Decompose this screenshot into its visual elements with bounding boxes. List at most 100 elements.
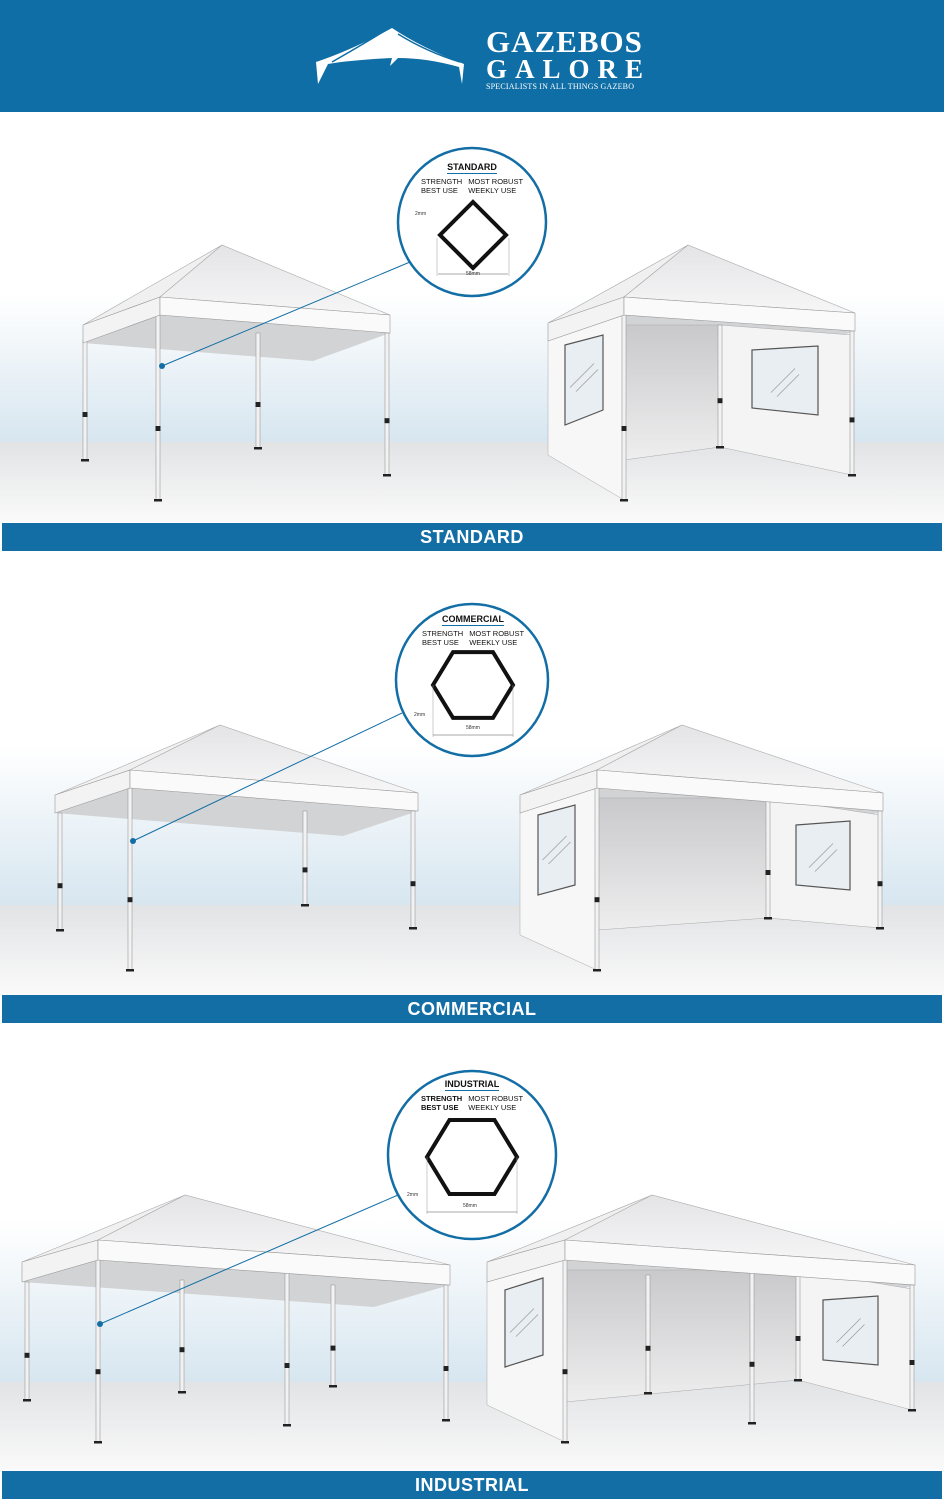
label-strength: STRENGTH <box>421 629 464 638</box>
value-best-use: WEEKLY USE <box>469 638 518 647</box>
value-best-use: WEEKLY USE <box>468 186 517 195</box>
brand-tagline: Specialists in all things Gazebo <box>486 82 635 91</box>
gazebo-leg <box>717 324 723 448</box>
gazebo-leg <box>95 1259 101 1443</box>
leg-foot <box>848 474 856 477</box>
gazebo-leg <box>302 810 308 906</box>
leg-joint <box>284 1363 290 1368</box>
gazebo-leg <box>24 1281 30 1401</box>
leg-joint <box>562 1369 568 1375</box>
leg-foot <box>283 1424 291 1427</box>
gazebo-leg <box>909 1284 915 1411</box>
brand-logo: Gazebos Galore Specialists in all things… <box>486 26 652 92</box>
leg-joint <box>255 402 261 407</box>
leg-foot <box>56 929 64 932</box>
leg-foot <box>154 499 162 502</box>
callout-title: COMMERCIAL <box>442 614 504 626</box>
window-glare <box>776 374 800 397</box>
gazebo-leg <box>562 1259 568 1443</box>
valance-front <box>564 1239 916 1286</box>
leg-joint <box>717 398 723 404</box>
gazebo-leg <box>795 1269 801 1381</box>
gazebo-leg <box>57 812 63 931</box>
window-glare <box>814 849 838 872</box>
valance-front <box>129 769 419 812</box>
window-glare <box>808 843 834 868</box>
callout-circle <box>386 1069 558 1241</box>
leg-foot <box>748 1422 756 1425</box>
leg-joint <box>57 883 63 889</box>
value-strength: MOST ROBUST <box>468 1094 524 1103</box>
gazebo-leg <box>849 330 855 476</box>
canopy-underside <box>55 788 418 836</box>
leg-foot <box>908 1409 916 1412</box>
valance-front <box>159 296 391 334</box>
leg-joint <box>749 1361 755 1367</box>
leg-joint <box>330 1345 336 1351</box>
leg-foot <box>254 447 262 450</box>
window-glare <box>548 841 571 865</box>
floor <box>0 1382 944 1471</box>
leg-joint <box>155 426 161 431</box>
gazebo-leg <box>284 1269 290 1426</box>
window-glare <box>836 1318 861 1343</box>
wall-window <box>504 1277 544 1368</box>
leg-joint <box>384 418 390 424</box>
leg-foot <box>442 1419 450 1422</box>
wall-window <box>822 1295 879 1366</box>
leg-foot <box>23 1399 31 1402</box>
leg-foot <box>94 1441 102 1444</box>
leg-joint <box>849 417 855 423</box>
banner-standard: STANDARD <box>2 523 942 551</box>
gazebo-leg <box>155 314 161 501</box>
callout-title: STANDARD <box>447 162 497 174</box>
gazebo-leg <box>410 810 416 929</box>
wall-window <box>537 804 576 896</box>
window-glare <box>509 1308 535 1333</box>
label-strength: STRENGTH <box>420 177 463 186</box>
gazebo-leg <box>765 797 771 919</box>
window-glare <box>515 1314 539 1337</box>
wall-dimension: 2mm <box>415 211 427 217</box>
window-glare <box>842 1324 865 1347</box>
leg-foot <box>620 499 628 502</box>
banner-commercial: COMMERCIAL <box>2 995 942 1023</box>
leg-joint <box>877 881 883 887</box>
wall-window <box>564 334 604 426</box>
leg-foot <box>178 1391 186 1394</box>
leg-joint <box>179 1347 185 1353</box>
gazebo-logo-icon <box>316 28 464 84</box>
leg-foot <box>593 969 601 972</box>
width-dimension: 58mm <box>466 271 480 277</box>
banner-industrial: INDUSTRIAL <box>2 1471 942 1499</box>
leg-joint <box>302 867 308 873</box>
label-strength: STRENGTH <box>420 1094 463 1103</box>
leg-foot <box>716 446 724 449</box>
leader-dot <box>159 363 165 369</box>
leg-foot <box>644 1392 652 1395</box>
gazebo-leg <box>443 1284 449 1421</box>
leg-foot <box>81 459 89 462</box>
brand-line2: Galore <box>486 54 652 84</box>
gazebo-leg <box>749 1269 755 1424</box>
leg-foot <box>794 1379 802 1382</box>
gazebo-leg <box>255 332 261 449</box>
label-best-use: BEST USE <box>420 186 458 195</box>
gazebo-leg <box>621 314 627 501</box>
width-dimension: 58mm <box>463 1203 477 1209</box>
leader-dot <box>97 1321 103 1327</box>
gazebo-leg <box>645 1274 651 1394</box>
square-profile-icon <box>437 199 509 271</box>
wall-window <box>751 345 819 416</box>
gazebo-leg <box>330 1284 336 1387</box>
leg-joint <box>95 1369 101 1375</box>
leg-foot <box>409 927 417 930</box>
leg-foot <box>561 1441 569 1444</box>
leader-line <box>132 712 403 842</box>
gazebo-leg <box>594 787 600 971</box>
leg-foot <box>764 917 772 920</box>
leg-joint <box>909 1360 915 1365</box>
leg-joint <box>443 1366 449 1371</box>
